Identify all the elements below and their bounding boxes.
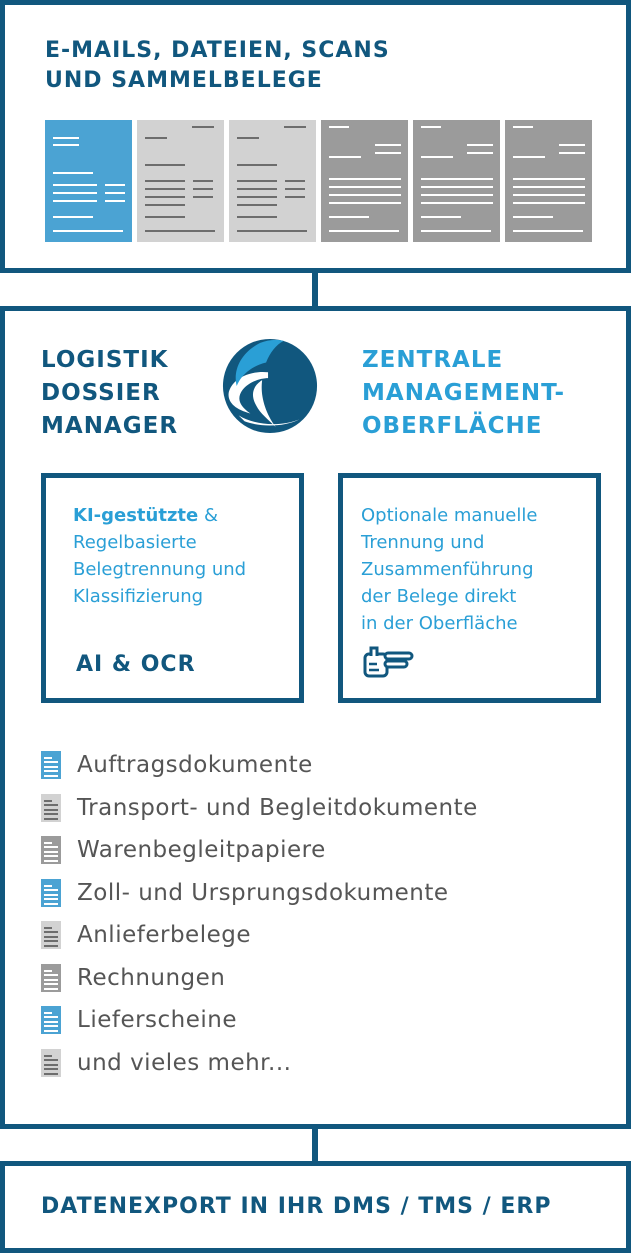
document-light-gray-icon <box>41 793 61 822</box>
input-sources-title-line: E-MAILS, DATEIEN, SCANS <box>45 38 390 63</box>
document-type-item: Transport- und Begleitdokumente <box>41 787 478 830</box>
document-type-label: Lieferscheine <box>77 1007 238 1034</box>
document-gray-icon <box>41 963 61 992</box>
document-light-gray-icon <box>229 120 316 242</box>
ai-text-line: Regelbasierte <box>73 532 197 553</box>
ai-text-line: Klassifizierung <box>73 586 204 607</box>
document-type-label: Transport- und Begleitdokumente <box>77 794 478 821</box>
document-type-label: und vieles mehr... <box>77 1049 292 1076</box>
document-type-item: Zoll- und Ursprungsdokumente <box>41 872 478 915</box>
data-export-title: DATENEXPORT IN IHR DMS / TMS / ERP <box>41 1194 552 1219</box>
document-blue-icon <box>41 878 61 907</box>
document-type-label: Rechnungen <box>77 964 226 991</box>
ai-text-line: Belegtrennung und <box>73 559 247 580</box>
connector-line <box>312 1129 318 1161</box>
manual-separation-text: Optionale manuelle Trennung und Zusammen… <box>361 502 537 637</box>
manual-text-line: Zusammenführung <box>361 559 534 580</box>
document-type-item: Auftragsdokumente <box>41 744 478 787</box>
document-type-item: Warenbegleitpapiere <box>41 829 478 872</box>
ai-ocr-label: AI & OCR <box>76 652 196 677</box>
interface-heading-line: OBERFLÄCHE <box>362 413 543 439</box>
interface-heading-line: ZENTRALE <box>362 347 504 373</box>
dossier-manager-box: LOGISTIK DOSSIER MANAGER ZENTRALE MANAGE… <box>0 306 631 1129</box>
input-sources-title: E-MAILS, DATEIEN, SCANS UND SAMMELBELEGE <box>45 36 390 96</box>
document-blue-icon <box>41 1006 61 1035</box>
document-type-label: Auftragsdokumente <box>77 752 313 779</box>
ai-highlight-text: KI-gestützte <box>73 505 199 526</box>
interface-heading-line: MANAGEMENT- <box>362 380 566 406</box>
data-export-box: DATENEXPORT IN IHR DMS / TMS / ERP <box>0 1161 631 1253</box>
manual-separation-box: Optionale manuelle Trennung und Zusammen… <box>338 473 601 703</box>
document-type-label: Zoll- und Ursprungsdokumente <box>77 879 449 906</box>
connector-line <box>312 273 318 306</box>
document-type-label: Anlieferbelege <box>77 922 251 949</box>
document-blue-icon <box>41 751 61 780</box>
interface-heading: ZENTRALE MANAGEMENT- OBERFLÄCHE <box>362 344 565 443</box>
manual-text-line: in der Oberfläche <box>361 613 518 634</box>
document-type-label: Warenbegleitpapiere <box>77 837 326 864</box>
document-type-item: Rechnungen <box>41 957 478 1000</box>
ai-classification-text: KI-gestützte & Regelbasierte Belegtrennu… <box>73 502 246 610</box>
product-name-heading: LOGISTIK DOSSIER MANAGER <box>41 344 178 443</box>
manual-text-line: Optionale manuelle <box>361 505 538 526</box>
document-gray-icon <box>321 120 408 242</box>
document-light-gray-icon <box>41 1048 61 1077</box>
document-blue-icon <box>45 120 132 242</box>
document-light-gray-icon <box>41 921 61 950</box>
input-sources-title-line: UND SAMMELBELEGE <box>45 68 323 93</box>
product-name-line: LOGISTIK <box>41 347 169 373</box>
ampersand-text: & <box>198 505 219 526</box>
product-name-line: MANAGER <box>41 413 179 439</box>
input-sources-box: E-MAILS, DATEIEN, SCANS UND SAMMELBELEGE <box>0 0 631 273</box>
manual-text-line: der Belege direkt <box>361 586 517 607</box>
document-gray-icon <box>41 836 61 865</box>
product-name-line: DOSSIER <box>41 380 161 406</box>
document-type-item: Lieferscheine <box>41 999 478 1042</box>
document-gray-icon <box>413 120 500 242</box>
document-type-item: Anlieferbelege <box>41 914 478 957</box>
document-light-gray-icon <box>137 120 224 242</box>
document-gray-icon <box>505 120 592 242</box>
document-type-item: und vieles mehr... <box>41 1042 478 1085</box>
pointing-hand-icon <box>363 646 414 678</box>
manual-text-line: Trennung und <box>361 532 485 553</box>
ai-classification-box: KI-gestützte & Regelbasierte Belegtrennu… <box>41 473 304 703</box>
document-icons-row <box>45 120 592 242</box>
globe-logo-icon <box>222 338 318 434</box>
